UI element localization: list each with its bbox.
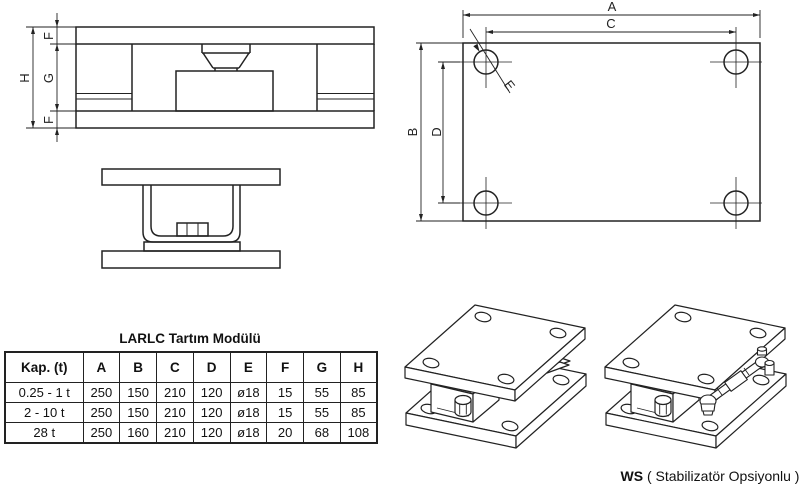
dim-label-f-top: F <box>41 32 56 40</box>
cell: 210 <box>156 402 194 423</box>
dim-label-h: H <box>17 73 32 82</box>
dim-label-a: A <box>608 0 617 14</box>
cell: 20 <box>266 422 304 444</box>
hex-bolt <box>654 394 672 418</box>
end-hex-bolt <box>176 222 209 237</box>
u-bracket-outer <box>142 185 241 243</box>
load-cell-body <box>175 70 274 112</box>
cell: 250 <box>82 382 121 403</box>
cell: 120 <box>192 402 231 423</box>
header-b: B <box>119 351 157 383</box>
cell: ø18 <box>229 382 268 403</box>
end-view-geometry <box>101 168 281 269</box>
hole-centerlines <box>460 27 762 229</box>
cell: 55 <box>303 402 341 423</box>
header-d: D <box>192 351 231 383</box>
end-bottom-plate <box>101 250 281 269</box>
end-view-drawing <box>101 168 281 269</box>
cell: 250 <box>82 422 121 444</box>
iso-view-standard <box>404 304 587 449</box>
table-row: 28 t 250 160 210 120 ø18 20 68 108 <box>4 422 378 444</box>
cell: 108 <box>339 422 378 444</box>
cell: 85 <box>339 402 378 423</box>
end-top-plate <box>101 168 281 186</box>
load-button-funnel <box>201 44 251 71</box>
dim-label-e: E <box>501 77 518 93</box>
dim-label-b: B <box>405 128 420 137</box>
cell: 28 t <box>4 422 84 444</box>
dim-label-g: G <box>41 73 56 83</box>
header-a: A <box>82 351 121 383</box>
table-title: LARLC Tartım Modülü <box>119 331 261 346</box>
header-capacity: Kap. (t) <box>4 351 84 383</box>
top-plate-section <box>75 26 375 45</box>
top-plate <box>404 304 586 402</box>
side-view-geometry <box>75 26 375 129</box>
side-blocks <box>75 44 375 111</box>
cell: 150 <box>119 382 157 403</box>
cell: 15 <box>266 382 304 403</box>
cell: 15 <box>266 402 304 423</box>
cell: ø18 <box>229 402 268 423</box>
end-base-strip <box>143 241 241 252</box>
cell: 150 <box>119 402 157 423</box>
cell: 0.25 - 1 t <box>4 382 84 403</box>
header-h: H <box>339 351 378 383</box>
iso-view-stabilizer <box>604 304 787 449</box>
ws-caption: WS ( Stabilizatör Opsiyonlu ) <box>610 468 800 484</box>
cell: 120 <box>192 382 231 403</box>
table-row: 0.25 - 1 t 250 150 210 120 ø18 15 55 85 <box>4 382 378 403</box>
top-view-dimension-arrows <box>419 13 760 221</box>
cell: ø18 <box>229 422 268 444</box>
cell: 55 <box>303 382 341 403</box>
hex-bolt <box>454 394 472 418</box>
side-view-dimension-lines <box>26 13 76 142</box>
cell: 160 <box>119 422 157 444</box>
top-view-drawing: A C B D E <box>405 0 762 229</box>
dim-label-f-bottom: F <box>41 116 56 124</box>
cell: 85 <box>339 382 378 403</box>
header-e: E <box>229 351 268 383</box>
header-f: F <box>266 351 304 383</box>
header-c: C <box>156 351 194 383</box>
cell: 250 <box>82 402 121 423</box>
plate-outline <box>462 42 761 222</box>
table-row: 2 - 10 t 250 150 210 120 ø18 15 55 85 <box>4 402 378 423</box>
cell: 2 - 10 t <box>4 402 84 423</box>
dim-label-c: C <box>606 16 615 31</box>
side-view-dimension-arrows <box>31 20 59 135</box>
cell: 210 <box>156 382 194 403</box>
ws-caption-text: ( Stabilizatör Opsiyonlu ) <box>646 468 800 484</box>
cell: 68 <box>303 422 341 444</box>
top-view-dimension-lines <box>416 10 761 222</box>
header-g: G <box>303 351 341 383</box>
side-view-drawing: H F G F <box>17 13 375 142</box>
cell: 210 <box>156 422 194 444</box>
cell: 120 <box>192 422 231 444</box>
u-bracket-inner <box>150 185 234 237</box>
table-header-row: Kap. (t) A B C D E F G H <box>4 351 378 383</box>
bottom-plate-section <box>75 110 375 129</box>
stabilizer-rod <box>699 346 775 416</box>
side-view-dimension-labels: H F G F <box>17 32 56 124</box>
shim-lines <box>76 93 374 100</box>
ws-caption-code: WS <box>620 468 644 484</box>
dim-label-d: D <box>429 127 444 136</box>
dimensions-table: Kap. (t) A B C D E F G H 0.25 - 1 t 250 … <box>4 351 378 444</box>
hole-diameter-leader <box>469 28 511 94</box>
top-view-dimension-labels: A C B D E <box>405 0 617 137</box>
